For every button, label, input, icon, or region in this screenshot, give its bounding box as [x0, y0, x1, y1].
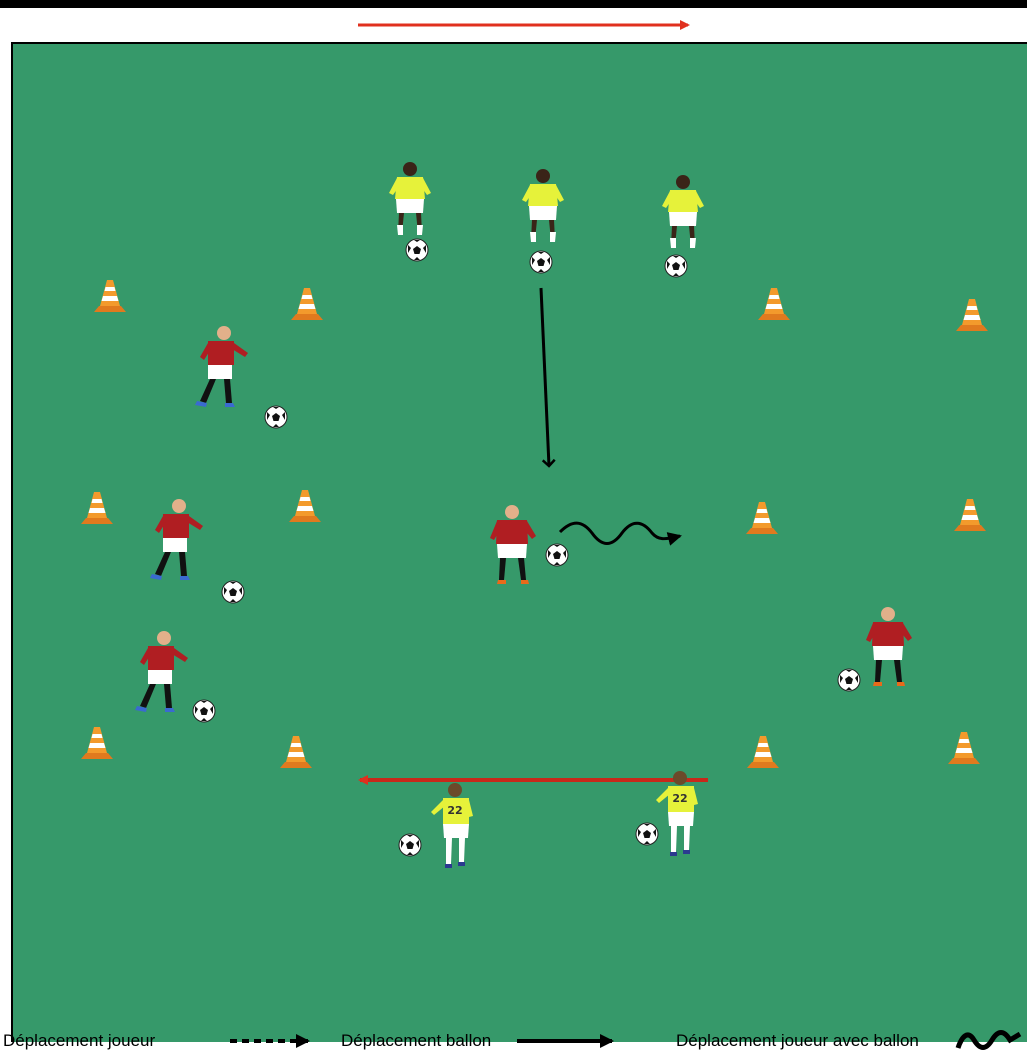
soccer-ball	[222, 581, 244, 603]
legend-ball-move: Déplacement ballon	[341, 1031, 491, 1051]
cone	[956, 299, 988, 331]
cone	[94, 280, 126, 312]
player-yellow	[522, 169, 564, 242]
player-red	[150, 499, 203, 580]
player-yellow	[389, 162, 431, 235]
player-yellow	[662, 175, 704, 248]
cone	[289, 490, 321, 522]
soccer-ball	[399, 834, 421, 856]
soccer-ball	[406, 239, 428, 261]
soccer-ball	[530, 251, 552, 273]
player-yellow	[431, 783, 473, 868]
cone	[746, 502, 778, 534]
cone	[948, 732, 980, 764]
soccer-ball	[265, 406, 287, 428]
cone	[747, 736, 779, 768]
cone	[291, 288, 323, 320]
cone	[81, 492, 113, 524]
player-yellow	[656, 771, 698, 856]
soccer-ball	[665, 255, 687, 277]
soccer-ball	[636, 823, 658, 845]
player-red	[195, 326, 248, 407]
legend-player-move: Déplacement joueur	[3, 1031, 155, 1051]
dribble-arrow	[560, 523, 680, 543]
player-red	[866, 607, 912, 686]
legend-player-with-ball: Déplacement joueur avec ballon	[676, 1031, 919, 1051]
cone	[81, 727, 113, 759]
cone	[280, 736, 312, 768]
player-red	[135, 631, 188, 712]
soccer-ball	[546, 544, 568, 566]
cone	[758, 288, 790, 320]
cone	[954, 499, 986, 531]
legend-wavy-arrow	[958, 1033, 1020, 1049]
soccer-ball	[838, 669, 860, 691]
ball-pass-arrow	[541, 288, 549, 466]
player-red-center	[490, 505, 536, 584]
soccer-ball	[193, 700, 215, 722]
